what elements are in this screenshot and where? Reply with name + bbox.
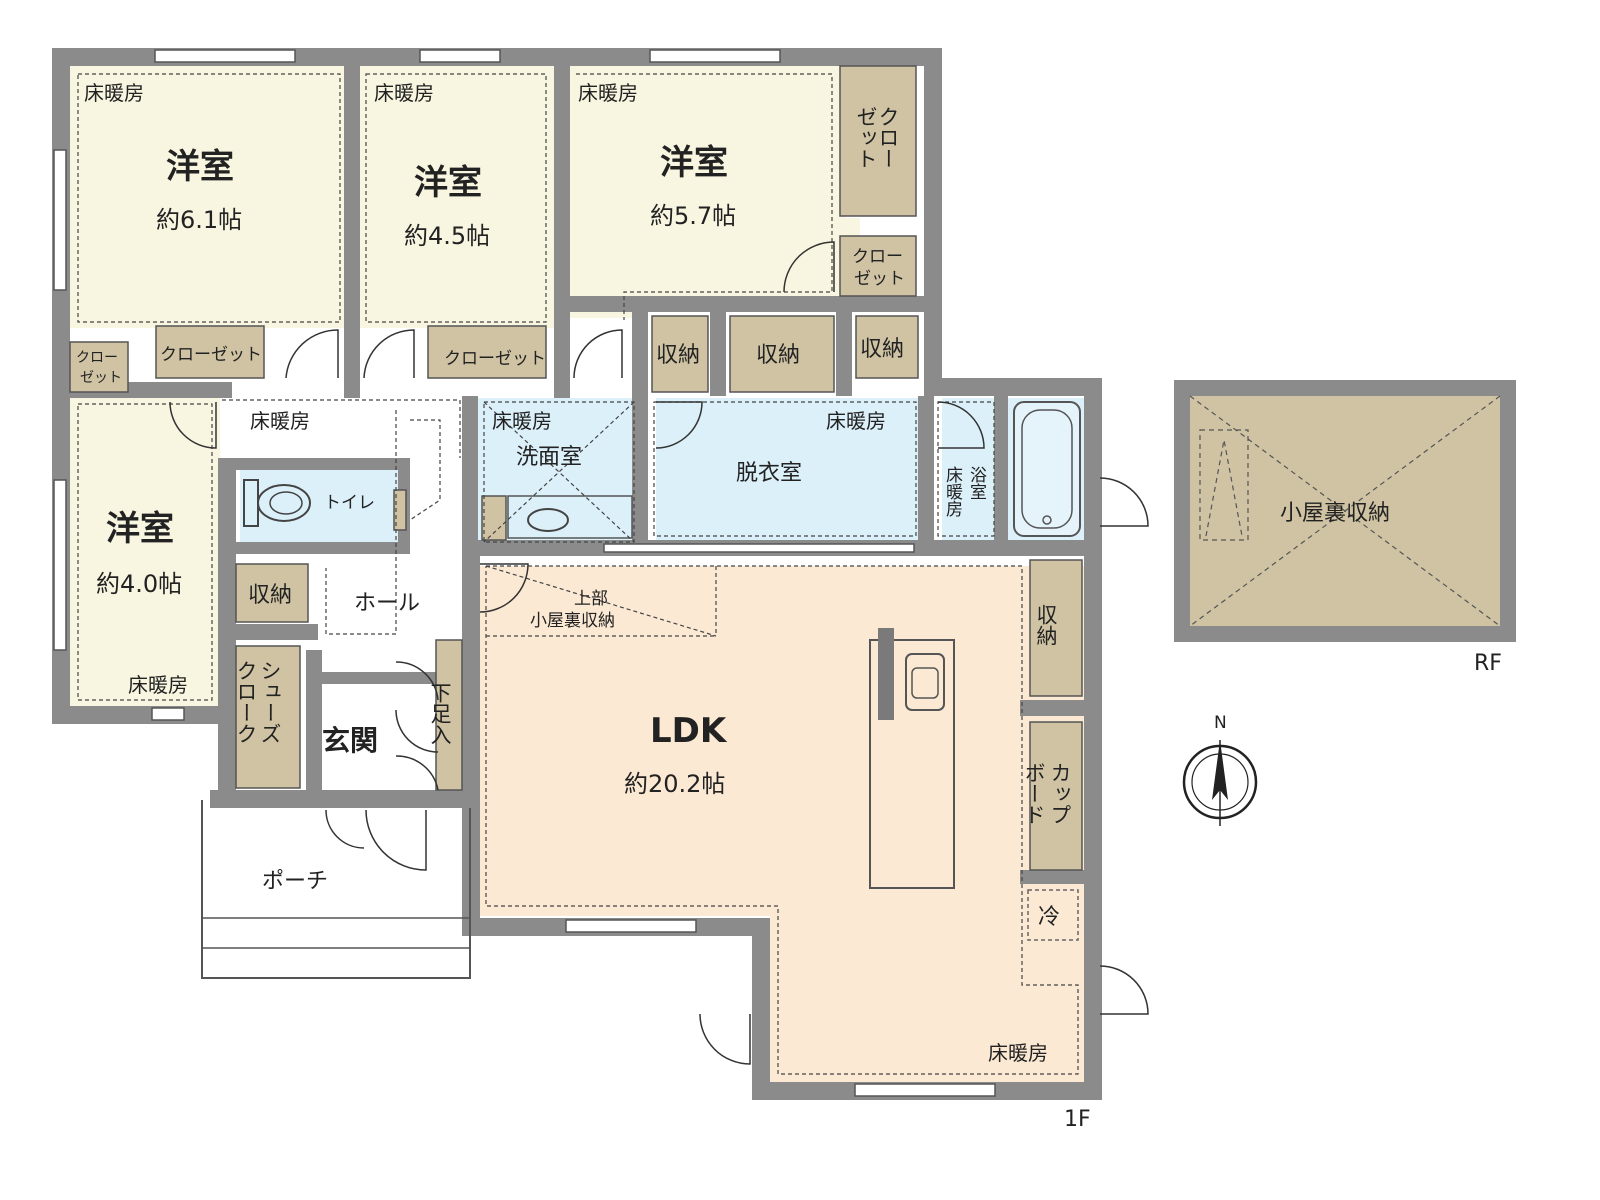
getabako-label: 下足入: [428, 682, 452, 745]
heated-label-hall: 床暖房: [250, 409, 310, 433]
shoes-cloak: [235, 645, 301, 789]
compass-rose: N: [1182, 713, 1258, 826]
ldk-floor: [478, 566, 1093, 916]
heated-label-b: 床暖房: [374, 81, 434, 105]
porch-name: ポーチ: [262, 869, 328, 894]
toilet-tank: [393, 489, 407, 531]
cupboard-a: カップ: [1048, 762, 1072, 825]
closet-a: [155, 325, 265, 379]
porch: [201, 800, 471, 979]
shuno-2-label: 収納: [756, 343, 800, 368]
bedroom-a-floor: [70, 66, 346, 328]
bathtub: [1013, 401, 1081, 537]
door-swings: [169, 241, 1149, 1065]
closet-b: [427, 325, 547, 379]
closet-c-small-line2: ゼット: [854, 269, 905, 289]
bedroom-b-name: 洋室: [414, 163, 482, 203]
shuno-ldk: [1029, 559, 1083, 697]
bedroom-b-floor: [360, 66, 556, 328]
hall-name: ホール: [354, 591, 420, 616]
floor-label-roof: RF: [1474, 651, 1502, 676]
loft-above-line1: 上部: [574, 589, 608, 609]
bedroom-c-floor: [570, 66, 860, 318]
bedroom-b-area: 約4.5帖: [404, 222, 490, 250]
attic-plan: [1174, 380, 1516, 642]
closet-b-label: クローゼット: [444, 349, 546, 369]
shuno-hall-label: 収納: [248, 583, 292, 608]
windows: [53, 49, 996, 1097]
closet-c-small-line1: クロー: [852, 247, 903, 267]
cupboard: [1029, 721, 1083, 871]
floor-heating-outlines: [77, 73, 1079, 1075]
closet-small-line1: クロー: [76, 350, 118, 366]
shoes-b: クローク: [234, 660, 258, 744]
bath-heated-vertical: 床暖房: [942, 466, 963, 518]
attic-name: 小屋裏収納: [1280, 501, 1390, 526]
heated-label-c: 床暖房: [578, 81, 638, 105]
closet-small-line2: ゼット: [80, 370, 122, 386]
getabako: [435, 639, 463, 791]
heated-label-d: 床暖房: [128, 673, 188, 697]
heated-label-a: 床暖房: [84, 81, 144, 105]
dressing-floor: [656, 398, 932, 546]
kitchen-island: [869, 628, 955, 889]
floor-fills: [70, 66, 1093, 1090]
floor-label-first: 1F: [1064, 1107, 1091, 1132]
bedroom-c-area: 約5.7帖: [650, 202, 736, 230]
washroom-name: 洗面室: [516, 445, 582, 470]
closet-vertical-b: ゼット: [854, 106, 878, 169]
closet-c-small: [839, 235, 917, 297]
shoes-a: シューズ: [258, 660, 282, 744]
dressing-name: 脱衣室: [736, 461, 802, 486]
shuno-ldk-label: 収納: [1034, 604, 1058, 646]
entrance-name: 玄関: [322, 724, 378, 757]
room-labels: 床暖房 床暖房 床暖房 床暖房 床暖房 床暖房 床暖房 床暖房 洋室 約6.1帖…: [76, 81, 1502, 1132]
closet-a-label: クローゼット: [160, 345, 262, 365]
ldk-name: LDK: [650, 711, 728, 751]
heated-label-ldk: 床暖房: [988, 1041, 1048, 1065]
compass-north-label: N: [1214, 713, 1227, 733]
bedroom-d-area: 約4.0帖: [96, 570, 182, 598]
shuno-3-label: 収納: [860, 337, 904, 362]
closet-vertical: [839, 65, 917, 217]
storage-units: [69, 65, 1083, 871]
shuno-hall: [235, 563, 309, 623]
washbasin: [507, 495, 633, 539]
closet-vertical-a: クロー: [876, 106, 900, 169]
shuno-1: [651, 315, 709, 393]
fridge-space: [1027, 889, 1079, 941]
shuno-2: [729, 315, 835, 393]
bedroom-a-name: 洋室: [166, 147, 234, 187]
heated-label-wash: 床暖房: [492, 409, 552, 433]
closet-small: [69, 341, 129, 393]
bedroom-d-floor: [70, 398, 220, 712]
toilet-fixture: [243, 479, 311, 527]
ldk-floor-lower: [770, 900, 1093, 1090]
ldk-area: 約20.2帖: [624, 770, 725, 798]
toilet-floor: [240, 462, 400, 548]
shuno-3: [855, 315, 919, 379]
loft-above-line2: 小屋裏収納: [530, 610, 615, 631]
toilet-name: トイレ: [324, 493, 375, 513]
heated-label-dress: 床暖房: [826, 409, 886, 433]
fridge-label: 冷: [1038, 905, 1060, 930]
bath-name-vertical: 浴室: [966, 466, 987, 500]
bedroom-d-name: 洋室: [106, 509, 174, 549]
cupboard-b: ボード: [1022, 762, 1046, 825]
shuno-1-label: 収納: [656, 343, 700, 368]
bedroom-c-name: 洋室: [660, 143, 728, 183]
bedroom-a-area: 約6.1帖: [156, 206, 242, 234]
